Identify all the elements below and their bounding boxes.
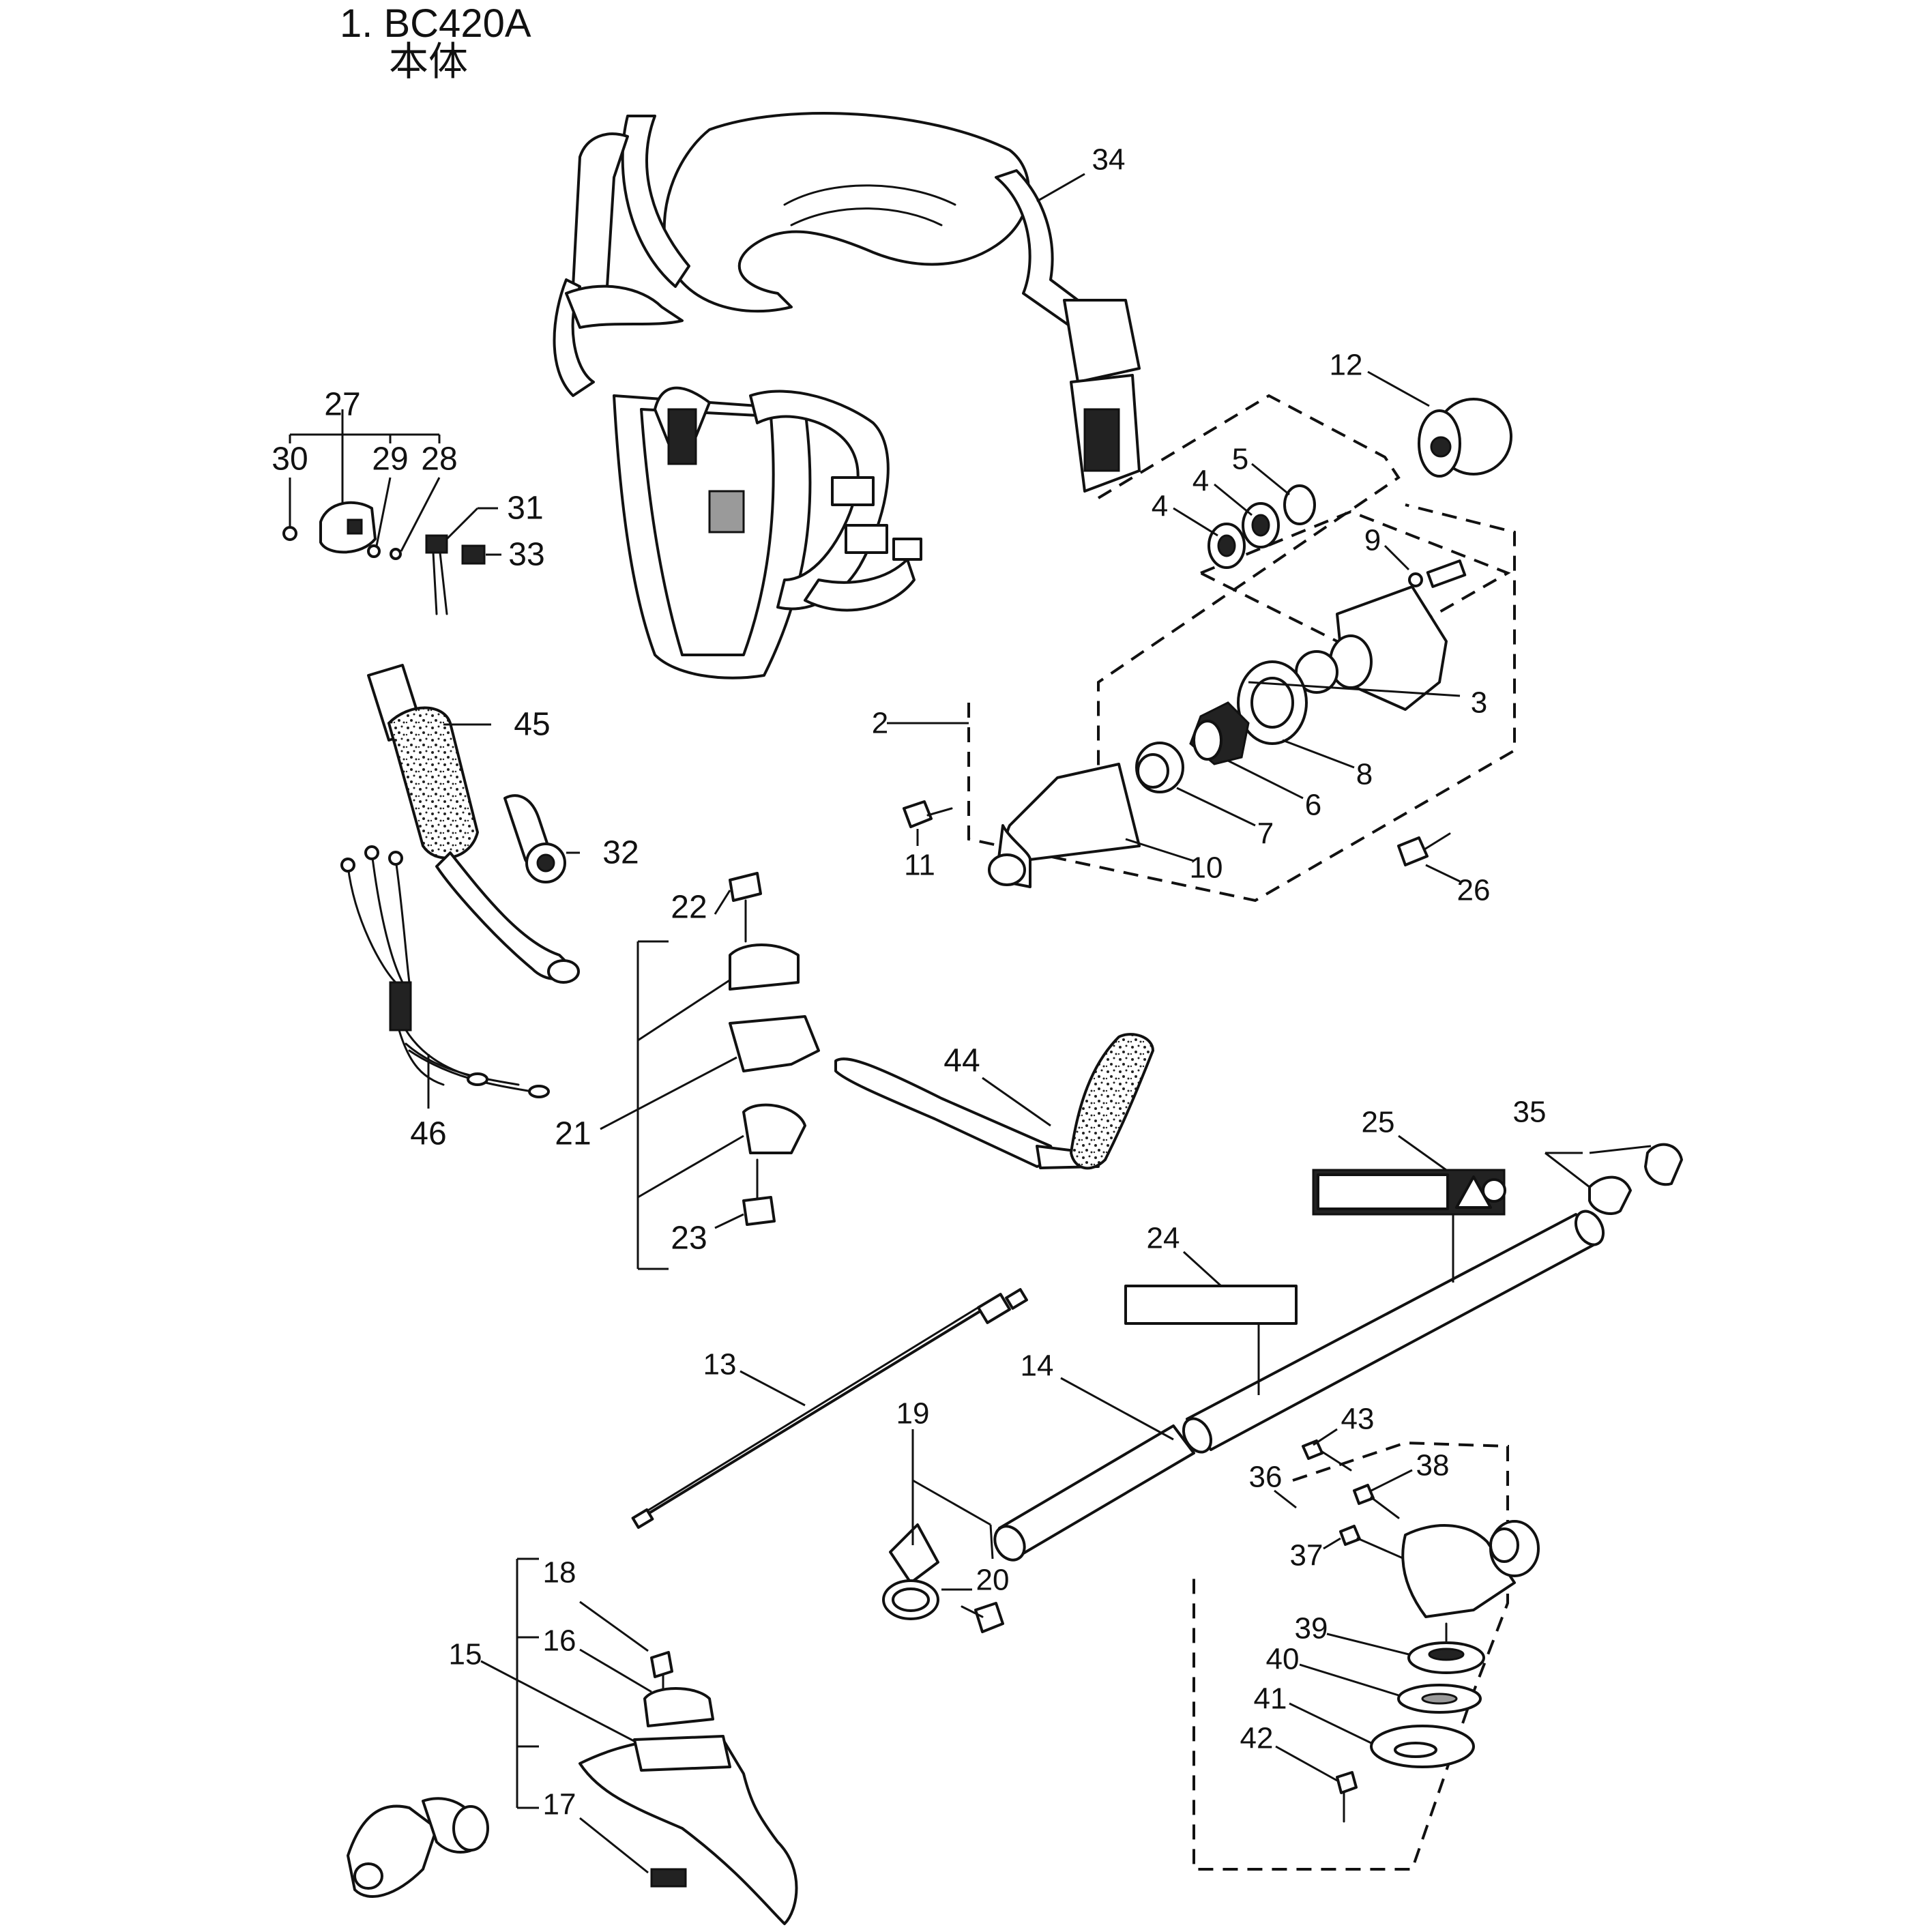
callout-21: 21 xyxy=(555,1116,591,1152)
callout-40: 40 xyxy=(1266,1643,1300,1676)
callout-18: 18 xyxy=(543,1556,576,1590)
callout-29: 29 xyxy=(372,441,408,478)
callout-27: 27 xyxy=(324,387,360,423)
callout-16: 16 xyxy=(543,1624,576,1658)
callout-36: 36 xyxy=(1249,1461,1283,1494)
callout-23: 23 xyxy=(671,1220,707,1257)
gear-case-group xyxy=(1192,1439,1540,1871)
callout-45: 45 xyxy=(514,707,550,743)
callout-24: 24 xyxy=(1147,1222,1180,1255)
callout-8: 8 xyxy=(1356,758,1373,791)
callout-46: 46 xyxy=(410,1116,446,1152)
callout-39: 39 xyxy=(1295,1612,1328,1645)
callout-7: 7 xyxy=(1257,817,1274,851)
switch-group xyxy=(282,409,501,615)
callout-3: 3 xyxy=(1471,686,1487,720)
callout-26: 26 xyxy=(1457,874,1491,907)
diagram-title: 1. BC420A xyxy=(340,1,531,46)
callout-32: 32 xyxy=(602,835,639,871)
callout-31: 31 xyxy=(507,491,543,527)
pipe-clamp xyxy=(882,1523,1004,1633)
callout-34: 34 xyxy=(1092,143,1126,177)
coupling-assembly xyxy=(887,394,1516,903)
left-grip xyxy=(367,664,580,984)
callout-4: 4 xyxy=(1152,490,1168,523)
callout-33: 33 xyxy=(508,537,544,573)
main-pipe xyxy=(993,1169,1605,1562)
callout-10: 10 xyxy=(1190,851,1223,885)
harness-assembly xyxy=(553,112,1141,679)
wire-harness xyxy=(340,845,550,1098)
callout-12: 12 xyxy=(1330,349,1363,382)
drive-shaft xyxy=(631,1288,1028,1530)
callout-37: 37 xyxy=(1290,1539,1323,1572)
callout-28: 28 xyxy=(421,441,457,478)
callout-22: 22 xyxy=(671,890,707,926)
diagram-subtitle: 本体 xyxy=(389,40,469,84)
callout-30: 30 xyxy=(272,441,308,478)
callout-6: 6 xyxy=(1305,789,1321,822)
callout-19: 19 xyxy=(896,1397,930,1431)
callout-20: 20 xyxy=(976,1564,1010,1597)
callout-15: 15 xyxy=(449,1638,482,1671)
callout-41: 41 xyxy=(1254,1682,1287,1716)
callout-35: 35 xyxy=(1513,1096,1547,1129)
callout-11: 11 xyxy=(904,849,935,882)
harness-hooks xyxy=(1545,1143,1683,1215)
callout-43: 43 xyxy=(1341,1403,1375,1436)
callout-13: 13 xyxy=(703,1348,737,1381)
handle-clamp-group xyxy=(600,872,820,1270)
callout-9: 9 xyxy=(1364,524,1381,557)
callout-42: 42 xyxy=(1240,1722,1274,1755)
callout-4: 4 xyxy=(1192,465,1209,498)
callout-25: 25 xyxy=(1362,1106,1395,1139)
handle-bar xyxy=(834,1033,1155,1170)
callout-44: 44 xyxy=(943,1043,980,1079)
callout-14: 14 xyxy=(1021,1349,1054,1383)
blade-guard-group xyxy=(347,1557,798,1925)
callout-2: 2 xyxy=(872,707,888,740)
callout-5: 5 xyxy=(1232,443,1248,476)
callout-17: 17 xyxy=(543,1788,576,1821)
callout-38: 38 xyxy=(1416,1449,1450,1482)
